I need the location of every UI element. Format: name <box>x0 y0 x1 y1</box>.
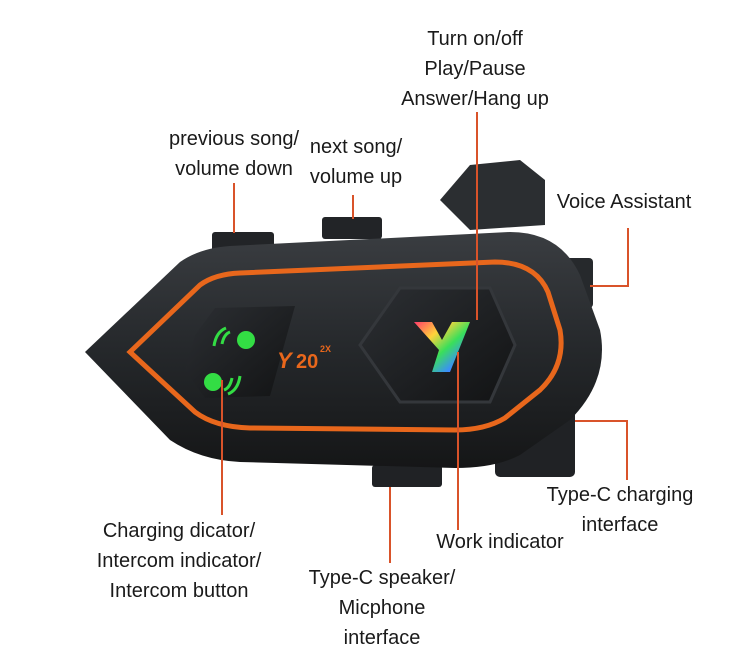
leader-typec-v <box>626 420 628 480</box>
model-suffix: 2X <box>320 344 331 354</box>
leader-next <box>352 195 354 219</box>
leader-power <box>476 112 478 320</box>
typec-speaker-port <box>372 465 442 487</box>
rear-mount <box>440 160 545 230</box>
phone-wave-icon <box>204 373 242 396</box>
label-charging-indicator: Charging dicator/ Intercom indicator/ In… <box>96 520 262 602</box>
leader-work <box>457 352 459 530</box>
label-work-indicator: Work indicator <box>436 531 564 553</box>
label-speaker: Type-C speaker/ Micphone interface <box>308 567 456 649</box>
label-power: Turn on/off Play/Pause Answer/Hang up <box>401 28 549 110</box>
accent-ring <box>126 259 564 433</box>
phone-wave-icon <box>212 326 255 349</box>
work-indicator-logo <box>414 322 470 372</box>
brand-mark: Y <box>277 348 294 373</box>
leader-typec-h <box>575 420 627 422</box>
next-song-button <box>322 217 382 239</box>
leader-speaker <box>389 487 391 563</box>
leader-charging-indicator <box>221 380 223 515</box>
leader-voice-h <box>590 285 629 287</box>
label-previous: previous song/ volume down <box>168 128 300 180</box>
label-typec-charging: Type-C charging interface <box>546 484 694 536</box>
label-voice-assistant: Voice Assistant <box>556 191 692 213</box>
leader-previous <box>233 183 235 233</box>
label-next: next song/ volume up <box>309 136 403 188</box>
model-number: 20 <box>296 351 318 373</box>
leader-voice-v <box>627 228 629 286</box>
